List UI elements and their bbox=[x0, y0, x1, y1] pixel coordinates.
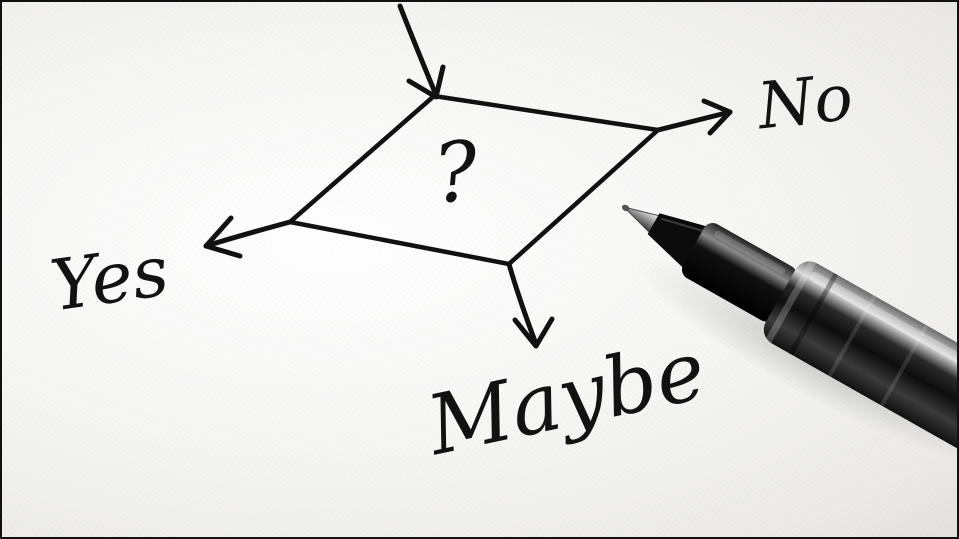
no-arrow bbox=[658, 101, 730, 133]
question-mark-symbol: ? bbox=[429, 123, 484, 222]
maybe-label: Maybe bbox=[418, 323, 714, 475]
pen-icon bbox=[600, 166, 959, 494]
yes-label: Yes bbox=[46, 230, 174, 328]
no-label: No bbox=[752, 61, 856, 145]
yes-arrow bbox=[206, 218, 290, 256]
incoming-arrow bbox=[400, 6, 443, 97]
maybe-arrow bbox=[509, 264, 552, 346]
